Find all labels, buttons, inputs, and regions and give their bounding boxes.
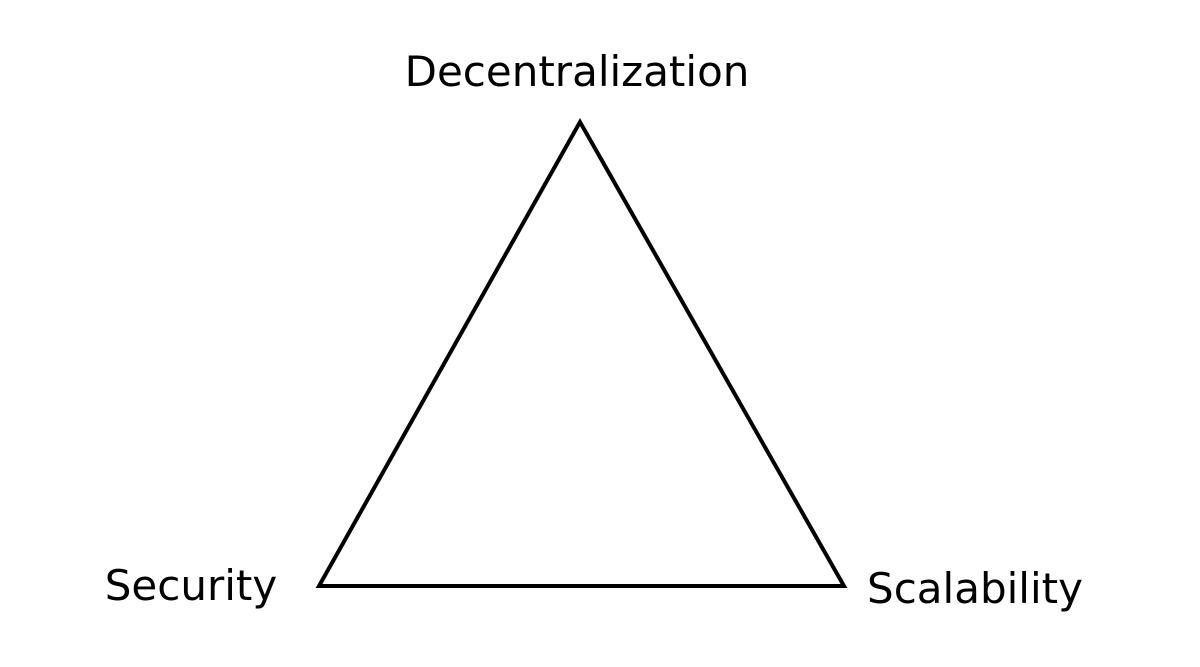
label-security: Security [105,561,277,610]
trilemma-triangle [315,117,848,588]
label-scalability: Scalability [867,564,1083,613]
label-decentralization: Decentralization [405,47,750,96]
